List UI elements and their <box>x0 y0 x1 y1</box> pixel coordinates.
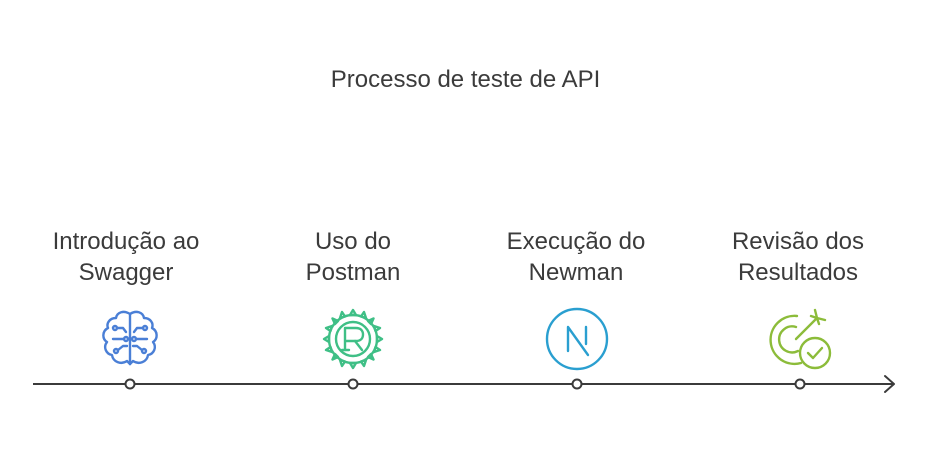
timeline-node-2 <box>347 378 359 390</box>
step-3-label-line1: Execução do <box>506 228 646 255</box>
step-2-label: Uso do Postman <box>243 226 463 288</box>
step-4-label-line1: Revisão dos <box>731 228 865 255</box>
step-1-label-line2: Swagger <box>78 259 174 286</box>
step-4-label: Revisão dos Resultados <box>688 226 908 288</box>
step-2-label-line2: Postman <box>305 259 401 286</box>
target-check-icon <box>767 306 833 372</box>
diagram-title: Processo de teste de API <box>330 66 601 93</box>
step-3-label: Execução do Newman <box>466 226 686 288</box>
timeline-arrowhead <box>884 375 895 393</box>
n-circle-icon <box>544 306 610 372</box>
step-2-label-line1: Uso do <box>314 228 392 255</box>
timeline-node-3 <box>571 378 583 390</box>
step-1-label: Introdução ao Swagger <box>16 226 236 288</box>
brain-circuit-icon <box>97 306 163 372</box>
timeline-node-4 <box>794 378 806 390</box>
step-3-label-line2: Newman <box>528 259 624 286</box>
timeline-node-1 <box>124 378 136 390</box>
step-4-label-line2: Resultados <box>737 259 859 286</box>
step-1-label-line1: Introdução ao <box>52 228 200 255</box>
rust-gear-icon <box>320 306 386 372</box>
